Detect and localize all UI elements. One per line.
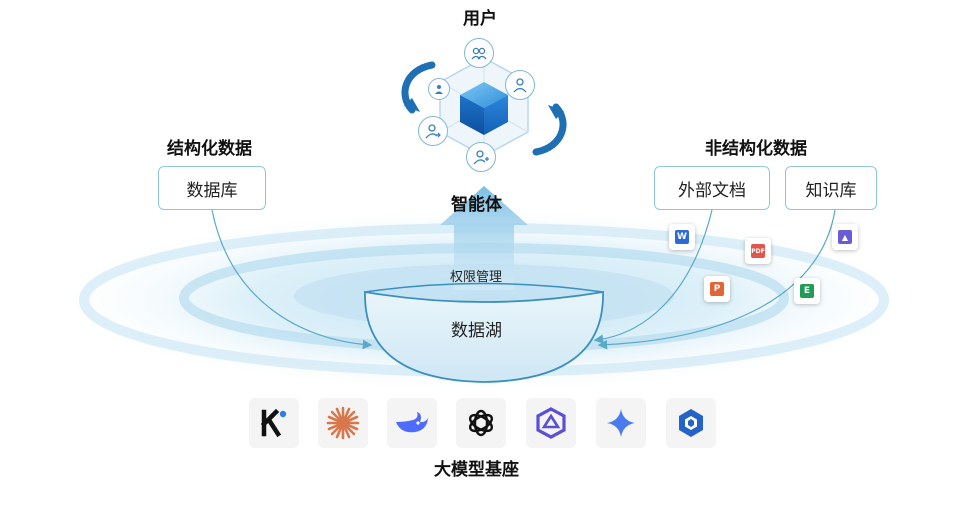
expert-user-icon [505,70,535,100]
pdf-file-icon: PDF [745,238,771,264]
external-docs-box: 外部文档 [654,166,770,210]
docs-to-lake-line [593,209,713,344]
structured-data-heading: 结构化数据 [167,139,252,159]
ppt-file-glyph: P [710,282,724,296]
knowledge-base-box: 知识库 [785,166,877,210]
data-lake-bowl [364,290,604,383]
database-box: 数据库 [158,166,266,210]
database-label: 数据库 [186,180,238,201]
ppt-file-icon: P [704,276,730,302]
database-to-lake-line [211,209,373,350]
gemini-logo-icon [596,398,646,448]
data-lake-surface [364,282,604,293]
word-file-glyph: W [675,230,689,244]
unstructured-data-heading: 非结构化数据 [705,139,807,159]
kb-to-lake-line [597,209,836,350]
qwen-logo-icon [526,398,576,448]
deepseek-logo-icon [387,398,437,448]
user-switch-icon [418,116,448,146]
user-card-icon [428,78,450,100]
image-file-glyph: ▲ [838,230,852,244]
data-lake-label: 数据湖 [451,321,502,341]
team-icon [464,38,494,68]
excel-file-icon: E [794,278,820,304]
claude-logo-icon [318,398,368,448]
word-file-icon: W [669,224,695,250]
openai-logo-icon [456,398,506,448]
add-user-icon [466,142,496,172]
image-file-icon: ▲ [832,224,858,250]
model-base-label: 大模型基座 [434,460,519,480]
cube-right [484,95,508,135]
permission-label: 权限管理 [450,270,503,285]
pdf-file-glyph: PDF [751,244,765,258]
upward-arrow [440,186,528,290]
cube-left [460,95,484,135]
kimi-logo-icon [249,398,299,448]
user-label: 用户 [463,9,497,29]
excel-file-glyph: E [800,284,814,298]
agent-label: 智能体 [451,195,502,215]
doubao-logo-icon [666,398,716,448]
external-docs-label: 外部文档 [678,180,746,201]
knowledge-base-label: 知识库 [805,180,857,201]
